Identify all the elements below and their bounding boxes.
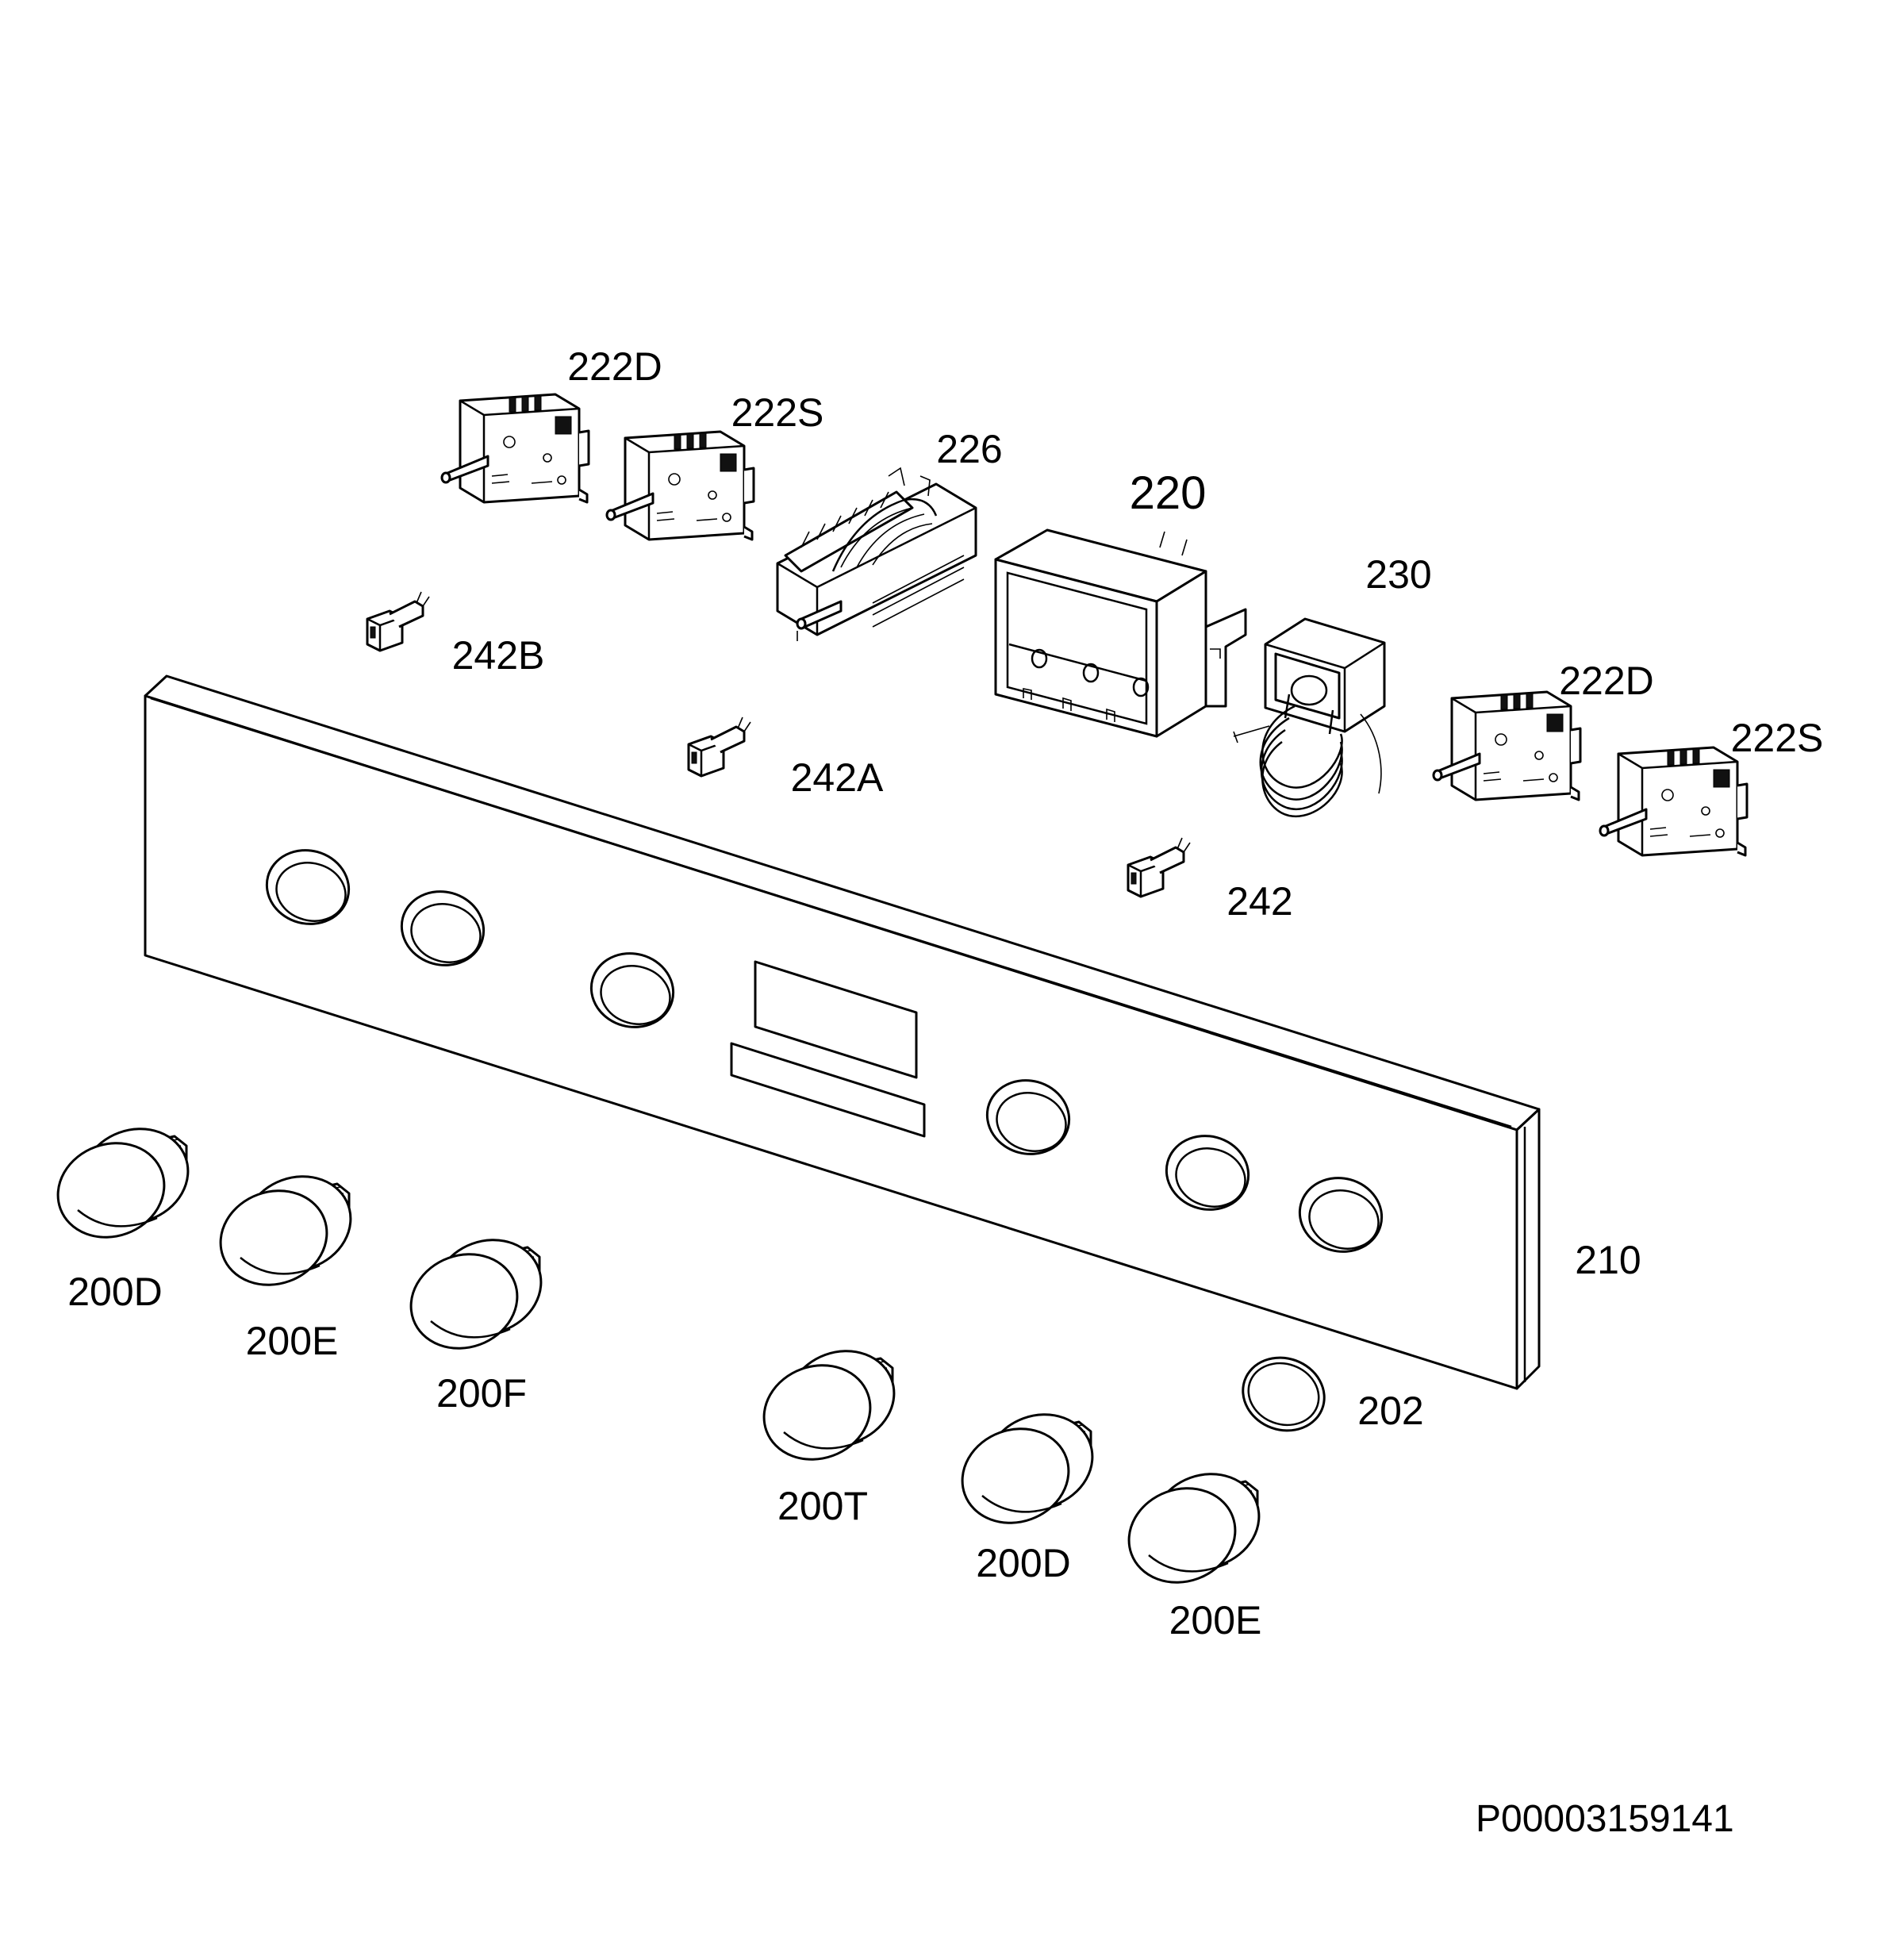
callout-222S-right: 222S [1730,716,1824,760]
callout-242B: 242B [451,633,545,678]
callout-242A: 242A [790,755,884,800]
callout-200T: 200T [777,1484,868,1528]
thermostat-230 [1233,617,1386,818]
knob-200E-right [1114,1458,1274,1599]
knob-200D-left [43,1112,203,1254]
callout-200E-left: 200E [245,1319,339,1363]
callout-202: 202 [1357,1389,1424,1433]
knob-200D-right [947,1398,1107,1539]
callout-200F: 200F [436,1371,527,1416]
knob-200E-left [205,1160,366,1301]
regulator-222S-right [1599,746,1749,857]
callout-200E-right: 200E [1169,1598,1262,1642]
knob-200T [749,1335,909,1476]
regulator-222D-right [1432,690,1582,801]
callout-220: 220 [1129,467,1207,519]
callout-210: 210 [1575,1238,1641,1282]
callout-200D-left: 200D [67,1270,163,1314]
callout-226: 226 [936,427,1003,471]
timer-module-220 [994,528,1247,738]
callout-242: 242 [1226,879,1293,924]
callout-222D-top: 222D [567,344,662,389]
regulator-222D-top [440,393,590,504]
callout-222D-right: 222D [1559,659,1654,703]
document-id: P00003159141 [1476,1798,1734,1840]
callout-200D-right: 200D [976,1541,1071,1585]
ring-202 [1242,1356,1326,1432]
pilot-lamp-242A [687,716,752,778]
callout-230: 230 [1365,552,1432,597]
pilot-lamp-242B [366,590,431,652]
knob-200F [396,1224,556,1365]
selector-switch-226 [776,467,977,641]
regulator-222S-top [605,430,755,541]
control-panel-210 [144,674,1541,1390]
callout-222S-top: 222S [731,390,824,435]
pilot-lamp-242 [1127,836,1192,898]
